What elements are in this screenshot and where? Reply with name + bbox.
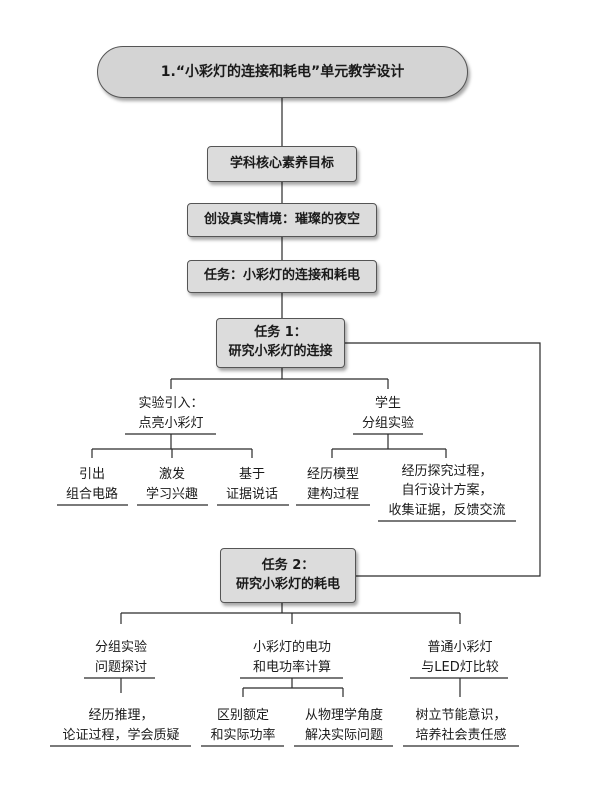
- branch-compare-line2: 与LED灯比较: [421, 659, 499, 675]
- leaf-reasoning-line2: 论证过程，学会质疑: [62, 727, 180, 743]
- task1-box: 任务 1： 研究小彩灯的连接: [216, 318, 345, 368]
- title-banner: 1.“小彩灯的连接和耗电”单元教学设计: [97, 46, 468, 98]
- leaf-energy-line2: 培养社会责任感: [415, 727, 507, 743]
- branch-power-label: 小彩灯的电功 和电功率计算: [232, 624, 352, 677]
- branch-power-line1: 小彩灯的电功: [252, 640, 331, 655]
- leaf-reasoning-label: 经历推理， 论证过程，学会质疑: [46, 697, 196, 745]
- leaf-inquiry-label: 经历探究过程， 自行设计方案， 收集证据，反馈交流: [376, 458, 518, 520]
- leaf-lead-label: 引出 组合电路: [52, 458, 132, 504]
- task-box: 任务：小彩灯的连接和耗电: [187, 260, 377, 293]
- leaf-physics-line2: 解决实际问题: [304, 727, 383, 743]
- title-text: 1.“小彩灯的连接和耗电”单元教学设计: [160, 63, 405, 80]
- branch-group2-label: 分组实验 问题探讨: [71, 624, 171, 677]
- leaf-energy-label: 树立节能意识， 培养社会责任感: [400, 697, 522, 745]
- task1-line2: 研究小彩灯的连接: [228, 344, 333, 359]
- leaf-rated-line2: 和实际功率: [210, 727, 276, 743]
- branch-compare-label: 普通小彩灯 与LED灯比较: [405, 624, 515, 677]
- leaf-reasoning-line1: 经历推理，: [88, 708, 154, 723]
- leaf-physics-line1: 从物理学角度: [304, 708, 383, 723]
- goal-text: 学科核心素养目标: [229, 155, 334, 171]
- goal-box: 学科核心素养目标: [207, 146, 357, 182]
- branch-group-line1: 学生: [374, 396, 401, 411]
- branch-intro-label: 实验引入： 点亮小彩灯: [111, 389, 231, 433]
- leaf-rated-line1: 区别额定: [216, 708, 269, 723]
- task1-line1: 任务 1：: [254, 325, 307, 341]
- branch-group2-line2: 问题探讨: [94, 659, 147, 675]
- branch-group-label: 学生 分组实验: [338, 389, 438, 433]
- branch-group-line2: 分组实验: [361, 415, 414, 431]
- task2-line1: 任务 2：: [261, 557, 315, 573]
- leaf-inquiry-line3: 收集证据，反馈交流: [388, 502, 506, 518]
- leaf-interest-line1: 激发: [158, 467, 185, 482]
- leaf-lead-line2: 组合电路: [65, 486, 118, 502]
- task2-line2: 研究小彩灯的耗电: [235, 576, 340, 592]
- leaf-evidence-label: 基于 证据说话: [212, 458, 292, 504]
- leaf-interest-line2: 学习兴趣: [145, 486, 198, 502]
- branch-group2-line1: 分组实验: [94, 640, 147, 655]
- leaf-evidence-line1: 基于: [238, 467, 265, 482]
- branch-intro-line1: 实验引入：: [138, 396, 204, 411]
- task2-box: 任务 2： 研究小彩灯的耗电: [220, 548, 356, 603]
- situation-text: 创设真实情境：璀璨的夜空: [203, 211, 360, 227]
- leaf-rated-label: 区别额定 和实际功率: [198, 697, 288, 745]
- leaf-evidence-line2: 证据说话: [225, 486, 278, 502]
- leaf-lead-line1: 引出: [78, 467, 105, 482]
- leaf-energy-line1: 树立节能意识，: [415, 708, 507, 723]
- leaf-physics-label: 从物理学角度 解决实际问题: [291, 697, 397, 745]
- task-text: 任务：小彩灯的连接和耗电: [203, 268, 360, 284]
- branch-compare-line1: 普通小彩灯: [427, 640, 493, 655]
- leaf-model-line2: 建构过程: [306, 486, 359, 502]
- situation-box: 创设真实情境：璀璨的夜空: [187, 203, 377, 237]
- leaf-inquiry-line1: 经历探究过程，: [401, 463, 493, 479]
- leaf-model-label: 经历模型 建构过程: [293, 458, 373, 504]
- leaf-model-line1: 经历模型: [306, 467, 359, 482]
- branch-power-line2: 和电功率计算: [252, 659, 331, 675]
- leaf-inquiry-line2: 自行设计方案，: [401, 483, 493, 498]
- leaf-interest-label: 激发 学习兴趣: [132, 458, 212, 504]
- branch-intro-line2: 点亮小彩灯: [138, 415, 204, 431]
